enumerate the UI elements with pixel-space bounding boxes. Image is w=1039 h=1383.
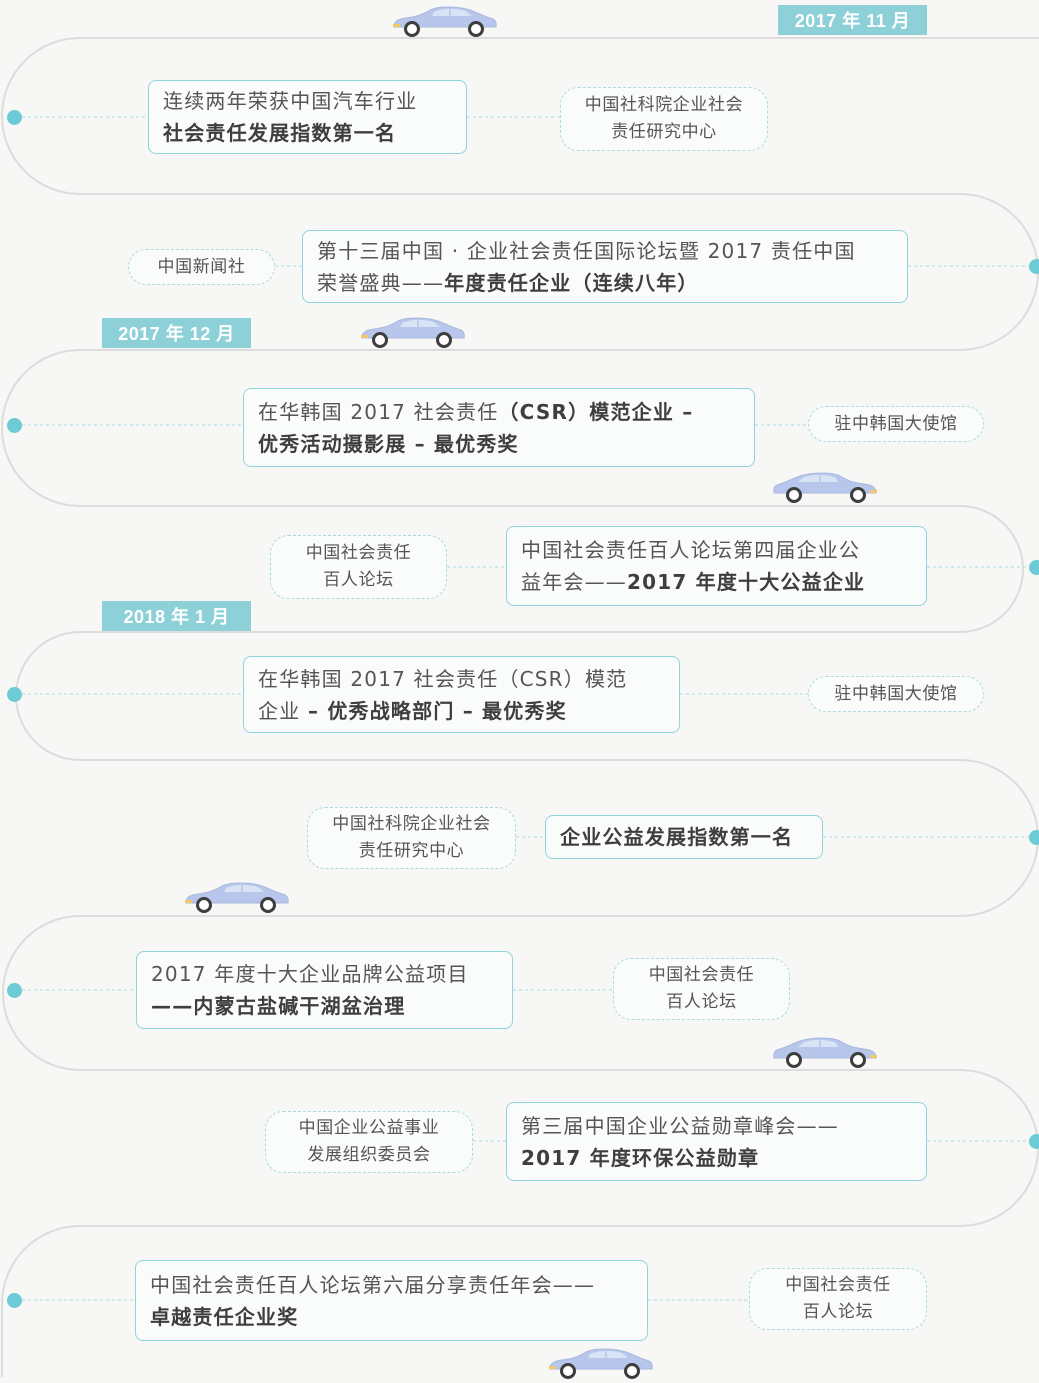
car-icon	[390, 5, 500, 37]
timeline-dot	[7, 418, 22, 433]
timeline-dot	[7, 983, 22, 998]
award-line: 连续两年荣获中国汽车行业	[163, 89, 418, 113]
source-badge: 中国新闻社	[128, 249, 275, 285]
award-line-bold: 优秀活动摄影展 – 最优秀奖	[258, 431, 519, 456]
award-line-bold: 卓越责任企业奖	[150, 1304, 299, 1329]
award-line: 在华韩国 2017 社会责任（CSR）模范	[258, 666, 628, 691]
source-line: 驻中韩国大使馆	[834, 413, 958, 434]
car-icon	[182, 881, 292, 913]
source-badge: 驻中韩国大使馆	[808, 676, 984, 712]
award-text-bold: 2017 年度十大公益企业	[627, 570, 866, 594]
source-line: 中国社会责任	[648, 965, 755, 985]
award-line: 中国社会责任百人论坛第六届分享责任年会——	[150, 1272, 596, 1297]
award-line: 企业 – 优秀战略部门 – 最优秀奖	[258, 695, 665, 727]
source-badge: 中国社科院企业社会 责任研究中心	[560, 87, 768, 151]
award-box: 第十三届中国 · 企业社会责任国际论坛暨 2017 责任中国 荣誉盛典——年度责…	[302, 230, 908, 303]
award-line-bold: 企业公益发展指数第一名	[560, 825, 794, 849]
source-badge: 中国企业公益事业 发展组织委员会	[265, 1111, 473, 1173]
source-line: 百人论坛	[666, 992, 737, 1012]
award-text-bold: 年度责任企业（连续八年）	[444, 270, 699, 295]
award-box: 企业公益发展指数第一名	[545, 815, 823, 859]
timeline-dot	[1029, 259, 1039, 274]
timeline-dot	[1029, 830, 1039, 845]
source-line: 中国社会责任	[785, 1275, 891, 1295]
date-tag: 2018 年 1 月	[102, 601, 251, 631]
timeline-dot	[7, 110, 22, 125]
award-box: 2017 年度十大企业品牌公益项目 ——内蒙古盐碱干湖盆治理	[136, 951, 513, 1029]
timeline-dot	[7, 1293, 22, 1308]
source-line: 中国社会责任	[305, 543, 412, 563]
source-line: 发展组织委员会	[307, 1145, 431, 1165]
award-box: 在华韩国 2017 社会责任（CSR）模范企业 – 优秀活动摄影展 – 最优秀奖	[243, 388, 755, 467]
source-badge: 中国社会责任 百人论坛	[749, 1268, 927, 1330]
award-line: 第十三届中国 · 企业社会责任国际论坛暨 2017 责任中国	[317, 238, 856, 263]
source-badge: 中国社会责任 百人论坛	[613, 958, 790, 1020]
car-icon	[770, 471, 880, 503]
source-badge: 中国社科院企业社会 责任研究中心	[307, 807, 516, 869]
award-line: 中国社会责任百人论坛第四届企业公	[521, 538, 861, 562]
source-line: 中国新闻社	[157, 256, 246, 277]
award-box: 第三届中国企业公益勋章峰会—— 2017 年度环保公益勋章	[506, 1102, 927, 1181]
timeline-dot	[1029, 1134, 1039, 1149]
source-line: 驻中韩国大使馆	[834, 683, 958, 704]
source-line: 责任研究中心	[611, 122, 717, 142]
car-icon	[770, 1036, 880, 1068]
award-box: 连续两年荣获中国汽车行业 社会责任发展指数第一名	[148, 80, 467, 154]
award-text: 益年会——	[521, 570, 627, 594]
source-line: 中国企业公益事业	[298, 1118, 440, 1138]
award-text: 企业	[258, 698, 308, 723]
award-line: 2017 年度十大企业品牌公益项目	[151, 962, 469, 986]
award-line: 益年会——2017 年度十大公益企业	[521, 566, 912, 598]
source-line: 责任研究中心	[358, 841, 465, 861]
award-box: 在华韩国 2017 社会责任（CSR）模范 企业 – 优秀战略部门 – 最优秀奖	[243, 656, 680, 733]
source-line: 中国社科院企业社会	[332, 814, 491, 834]
source-badge: 驻中韩国大使馆	[808, 406, 984, 442]
award-line: 在华韩国 2017 社会责任（CSR）模范企业 –	[258, 396, 740, 428]
award-box: 中国社会责任百人论坛第六届分享责任年会—— 卓越责任企业奖	[135, 1260, 648, 1341]
award-line-bold: 2017 年度环保公益勋章	[521, 1145, 760, 1170]
source-line: 中国社科院企业社会	[584, 95, 744, 115]
car-icon	[546, 1347, 656, 1379]
source-line: 百人论坛	[323, 570, 394, 590]
award-line: 荣誉盛典——年度责任企业（连续八年）	[317, 267, 893, 299]
award-text-bold: – 优秀战略部门 – 最优秀奖	[307, 698, 567, 723]
award-line-bold: 社会责任发展指数第一名	[163, 121, 397, 145]
award-text: 在华韩国 2017 社会责任	[258, 399, 499, 424]
timeline-dot	[7, 687, 22, 702]
award-line: 第三届中国企业公益勋章峰会——	[521, 1113, 839, 1138]
car-icon	[358, 316, 468, 348]
award-box: 中国社会责任百人论坛第四届企业公 益年会——2017 年度十大公益企业	[506, 526, 927, 606]
award-line-bold: ——内蒙古盐碱干湖盆治理	[151, 994, 406, 1018]
award-text-bold: （CSR）模范企业 –	[498, 399, 694, 424]
source-line: 百人论坛	[802, 1302, 874, 1322]
timeline-dot	[1029, 560, 1039, 575]
date-tag: 2017 年 12 月	[102, 318, 251, 348]
source-badge: 中国社会责任 百人论坛	[270, 535, 447, 599]
date-tag: 2017 年 11 月	[778, 5, 927, 35]
award-text: 荣誉盛典——	[317, 270, 445, 295]
